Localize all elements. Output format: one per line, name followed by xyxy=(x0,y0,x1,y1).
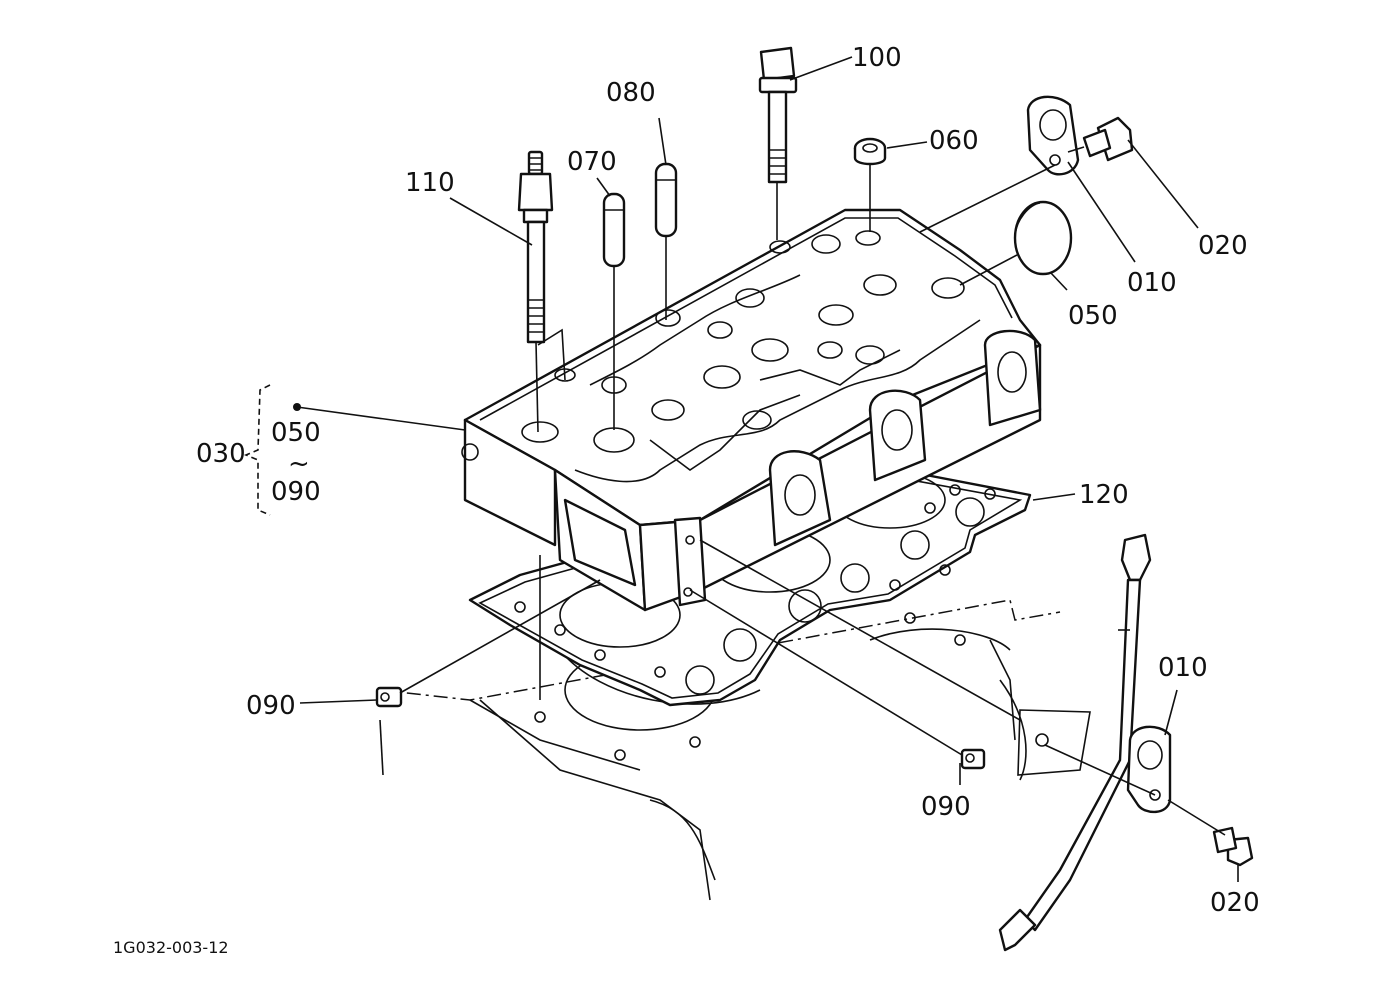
figure-reference: 1G032-003-12 xyxy=(113,938,229,957)
hanger-010-top xyxy=(919,95,1080,233)
label-020-top: 020 xyxy=(1198,231,1248,261)
label-030-tilde: ~ xyxy=(288,449,310,479)
plug-050 xyxy=(959,200,1073,286)
stud-bolt-110 xyxy=(517,150,566,433)
label-010-top: 010 xyxy=(1127,268,1177,298)
label-120: 120 xyxy=(1079,480,1129,510)
valve-guide-080 xyxy=(654,162,678,320)
label-060: 060 xyxy=(929,126,979,156)
cylinder-head xyxy=(461,208,1042,612)
label-050: 050 xyxy=(1068,301,1118,331)
dipstick-guide xyxy=(998,533,1152,952)
bolt-020-top xyxy=(1067,116,1134,162)
hanger-010-bottom xyxy=(1126,725,1172,814)
plug-090-left xyxy=(375,686,403,708)
label-030-to: 090 xyxy=(271,477,321,507)
label-090-left: 090 xyxy=(246,691,296,721)
seal-060 xyxy=(853,137,887,232)
label-030: 030 xyxy=(196,439,246,469)
label-100: 100 xyxy=(852,43,902,73)
label-030-from: 050 xyxy=(271,418,321,448)
label-090-bottom: 090 xyxy=(921,792,971,822)
engine-block xyxy=(379,599,1061,901)
leader-lines xyxy=(293,56,1239,882)
label-080: 080 xyxy=(606,78,656,108)
label-010-bottom: 010 xyxy=(1158,653,1208,683)
label-020-bottom: 020 xyxy=(1210,888,1260,918)
valve-guide-070 xyxy=(602,192,626,430)
head-bolt-100 xyxy=(758,46,798,240)
label-070: 070 xyxy=(567,147,617,177)
bolt-020-bottom xyxy=(1212,826,1254,867)
label-110: 110 xyxy=(405,168,455,198)
bracket-030 xyxy=(243,384,271,516)
plug-090-bottom xyxy=(960,748,986,770)
